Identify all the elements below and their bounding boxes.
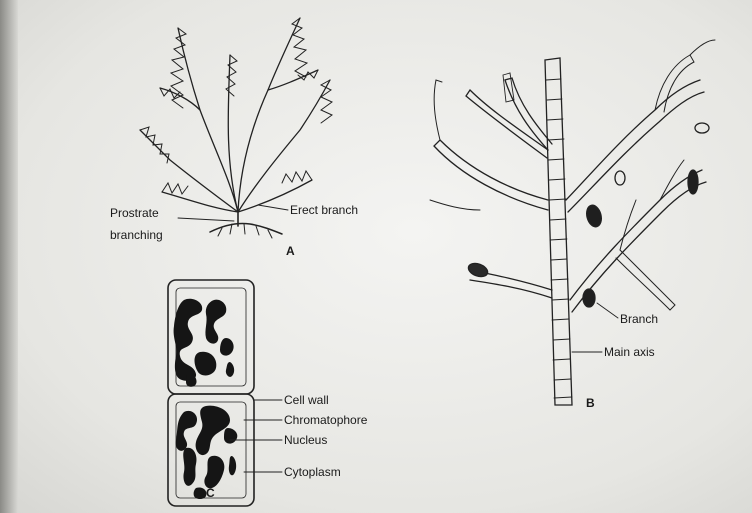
label-branching: branching [110,228,163,242]
label-prostrate: Prostrate [110,206,159,220]
panel-b-filament [430,40,715,405]
label-branch: Branch [620,312,658,326]
label-chromatophore: Chromatophore [284,413,367,427]
panel-label-a: A [286,244,295,258]
label-nucleus: Nucleus [284,433,327,447]
label-cell-wall: Cell wall [284,393,329,407]
panel-label-b: B [586,396,595,410]
label-main-axis: Main axis [604,345,655,359]
panel-label-c: C [206,486,215,500]
label-erect-branch: Erect branch [290,203,358,217]
panel-c-cells [168,280,282,506]
label-cytoplasm: Cytoplasm [284,465,341,479]
